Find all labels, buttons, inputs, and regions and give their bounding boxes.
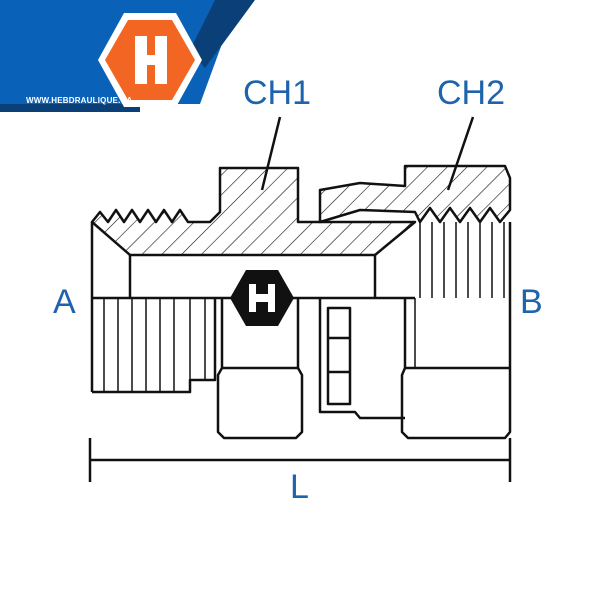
label-l: L: [290, 468, 309, 506]
label-a: A: [53, 283, 76, 321]
label-b: B: [520, 283, 543, 321]
brand-banner: [0, 0, 255, 112]
logo-hexagon: [98, 13, 202, 107]
website-url: WWW.HEBDRAULIQUE.CA: [26, 96, 133, 105]
center-logo-icon: [230, 270, 294, 326]
label-ch1: CH1: [243, 74, 312, 112]
fitting-outline: [88, 116, 512, 482]
label-ch2: CH2: [437, 74, 506, 112]
